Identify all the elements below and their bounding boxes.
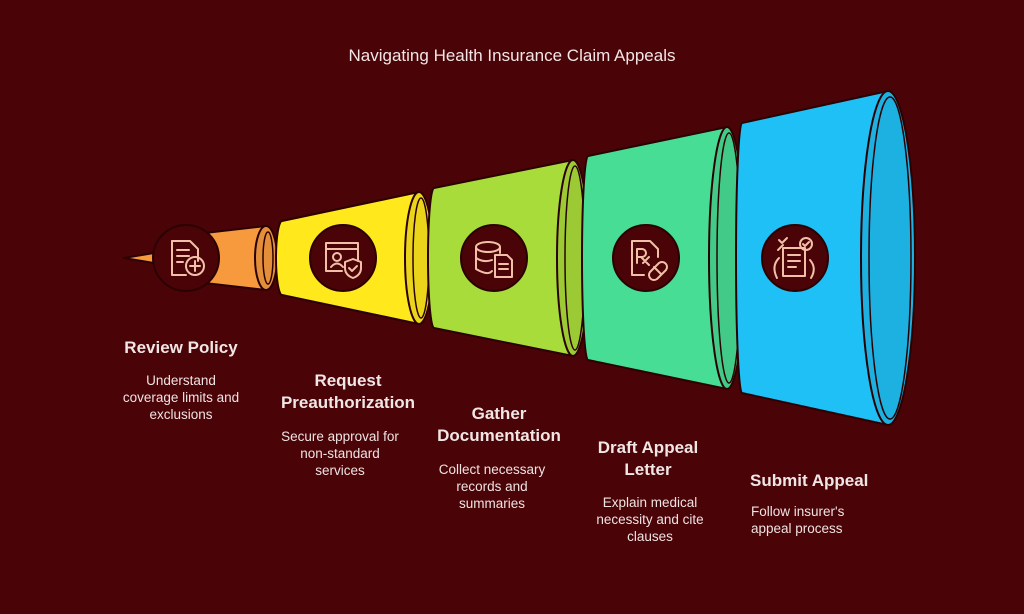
step-1-description: Understand coverage limits and exclusion…	[122, 373, 240, 422]
prescription-pill-icon	[612, 224, 680, 292]
step-3-description: Collect necessary records and summaries	[438, 462, 546, 511]
step-1-title: Review Policy	[124, 338, 238, 357]
step-2-title: Request Preauthorization	[280, 371, 416, 412]
step-5-description: Follow insurer's appeal process	[751, 504, 845, 536]
document-shield-icon	[152, 224, 220, 292]
step-2-description: Secure approval for non-standard service…	[281, 429, 399, 478]
database-document-icon	[460, 224, 528, 292]
step-5-title: Submit Appeal	[750, 471, 869, 490]
step-4-description: Explain medical necessity and cite claus…	[596, 495, 704, 544]
step-3-title: Gather Documentation	[437, 404, 561, 445]
page-title: Navigating Health Insurance Claim Appeal…	[348, 46, 676, 65]
checklist-hand-icon	[761, 224, 829, 292]
step-4-title: Draft Appeal Letter	[597, 438, 699, 479]
id-card-shield-icon	[309, 224, 377, 292]
